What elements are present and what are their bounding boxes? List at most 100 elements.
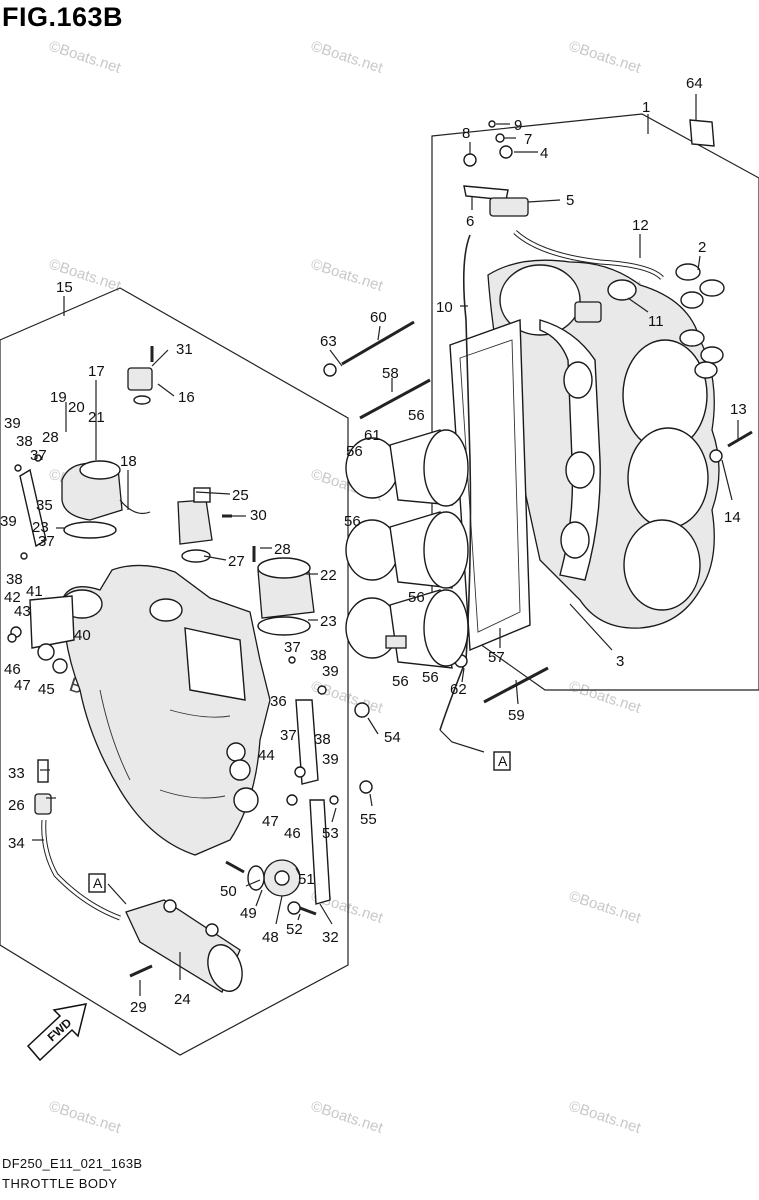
o-ring [679, 329, 705, 347]
nut-8 [463, 153, 477, 167]
callout: 3 [616, 653, 624, 670]
leader-62 [461, 667, 465, 683]
callout: 39 [322, 663, 339, 680]
callout: 37 [284, 639, 301, 656]
callout: 28 [42, 429, 59, 446]
rod-32 [309, 799, 331, 905]
pipe-33 [37, 759, 49, 783]
callout: 56 [408, 407, 425, 424]
callout: 47 [262, 813, 279, 830]
callout: 30 [250, 507, 267, 524]
washer-39 [317, 685, 327, 695]
hose-10 [439, 234, 472, 731]
leader-25 [195, 491, 231, 495]
grommet-26 [34, 793, 52, 815]
o-ring [699, 279, 725, 297]
linkage-lever [560, 521, 590, 559]
callout: 20 [68, 399, 85, 416]
bushing-44 [229, 759, 251, 781]
bolt-52 [299, 906, 317, 916]
drawing-code: DF250_E11_021_163B [2, 1156, 143, 1171]
callout: 14 [724, 509, 741, 526]
callout: 39 [0, 513, 17, 530]
callout: 2 [698, 239, 706, 256]
callout: 56 [422, 669, 439, 686]
leader-3 [569, 603, 613, 651]
leader-50 [245, 879, 261, 887]
fwd-arrow-shape [26, 1003, 88, 1062]
nut-55 [359, 780, 373, 794]
group-outline-intake-manifold [0, 287, 349, 1056]
callout: 45 [38, 681, 55, 698]
washer-46 [7, 633, 17, 643]
linkage-lever [565, 451, 595, 489]
leader-59 [515, 679, 519, 705]
callout: 39 [4, 415, 21, 432]
manifold-flange [184, 627, 246, 701]
o-ring [694, 361, 718, 379]
leader-54 [367, 717, 379, 735]
callout: 46 [284, 825, 301, 842]
funnel-mouth [423, 429, 469, 507]
shaft-50 [225, 860, 245, 874]
washer-14 [709, 449, 723, 463]
manifold-rib [169, 709, 231, 718]
o-ring [675, 263, 701, 281]
callout: 39 [322, 751, 339, 768]
callout: 49 [240, 905, 257, 922]
callout: 4 [540, 145, 548, 162]
callout: 42 [4, 589, 21, 606]
callout: 54 [384, 729, 401, 746]
canister-clamp [163, 899, 177, 913]
callout: 17 [88, 363, 105, 380]
callout: 32 [322, 929, 339, 946]
canister-clamp [205, 923, 219, 937]
callout: 37 [38, 533, 55, 550]
callout: 36 [270, 693, 287, 710]
watermark: ©Boats.net [567, 678, 644, 717]
bracket-40 [29, 595, 75, 649]
bolt-60 [341, 320, 415, 366]
leader-63 [329, 349, 343, 367]
ref-label-a-right: A [498, 753, 508, 769]
callout: 5 [566, 192, 574, 209]
leader-49 [255, 889, 263, 907]
bushing-4 [499, 145, 513, 159]
leader-5 [527, 199, 561, 203]
callout: 13 [730, 401, 747, 418]
ref-a-left-leader [107, 883, 127, 905]
figure-title: FIG.163B [2, 2, 124, 32]
o-ring [700, 346, 724, 364]
bracket-35 [19, 468, 47, 548]
bolt-53 [329, 795, 339, 805]
o-ring-27 [181, 549, 211, 563]
hose-12-inner [513, 230, 664, 280]
callout: 7 [524, 131, 532, 148]
sensor-housing [574, 301, 602, 323]
leader-16 [157, 383, 175, 397]
leader-51 [295, 867, 301, 877]
callout: 6 [466, 213, 474, 230]
callout: 21 [88, 409, 105, 426]
callout: 12 [632, 217, 649, 234]
bushing-39 [14, 464, 22, 472]
leader-52 [297, 913, 301, 921]
watermark: ©Boats.net [309, 38, 386, 77]
ref-label-a-left: A [93, 875, 103, 891]
screw-37 [288, 656, 296, 664]
nut-63 [323, 363, 337, 377]
intake-funnels-56 [345, 429, 469, 669]
clamp-56 [385, 635, 407, 649]
callout: 50 [220, 883, 237, 900]
callout: 38 [310, 647, 327, 664]
gasket-inner-edge [459, 339, 521, 633]
callout: 47 [14, 677, 31, 694]
section-name: THROTTLE BODY [2, 1176, 118, 1191]
hose-10-leader [439, 729, 485, 753]
callout: 57 [488, 649, 505, 666]
callout: 37 [280, 727, 297, 744]
callout: 16 [178, 389, 195, 406]
watermark: ©Boats.net [567, 888, 644, 927]
nut-47 [294, 766, 306, 778]
